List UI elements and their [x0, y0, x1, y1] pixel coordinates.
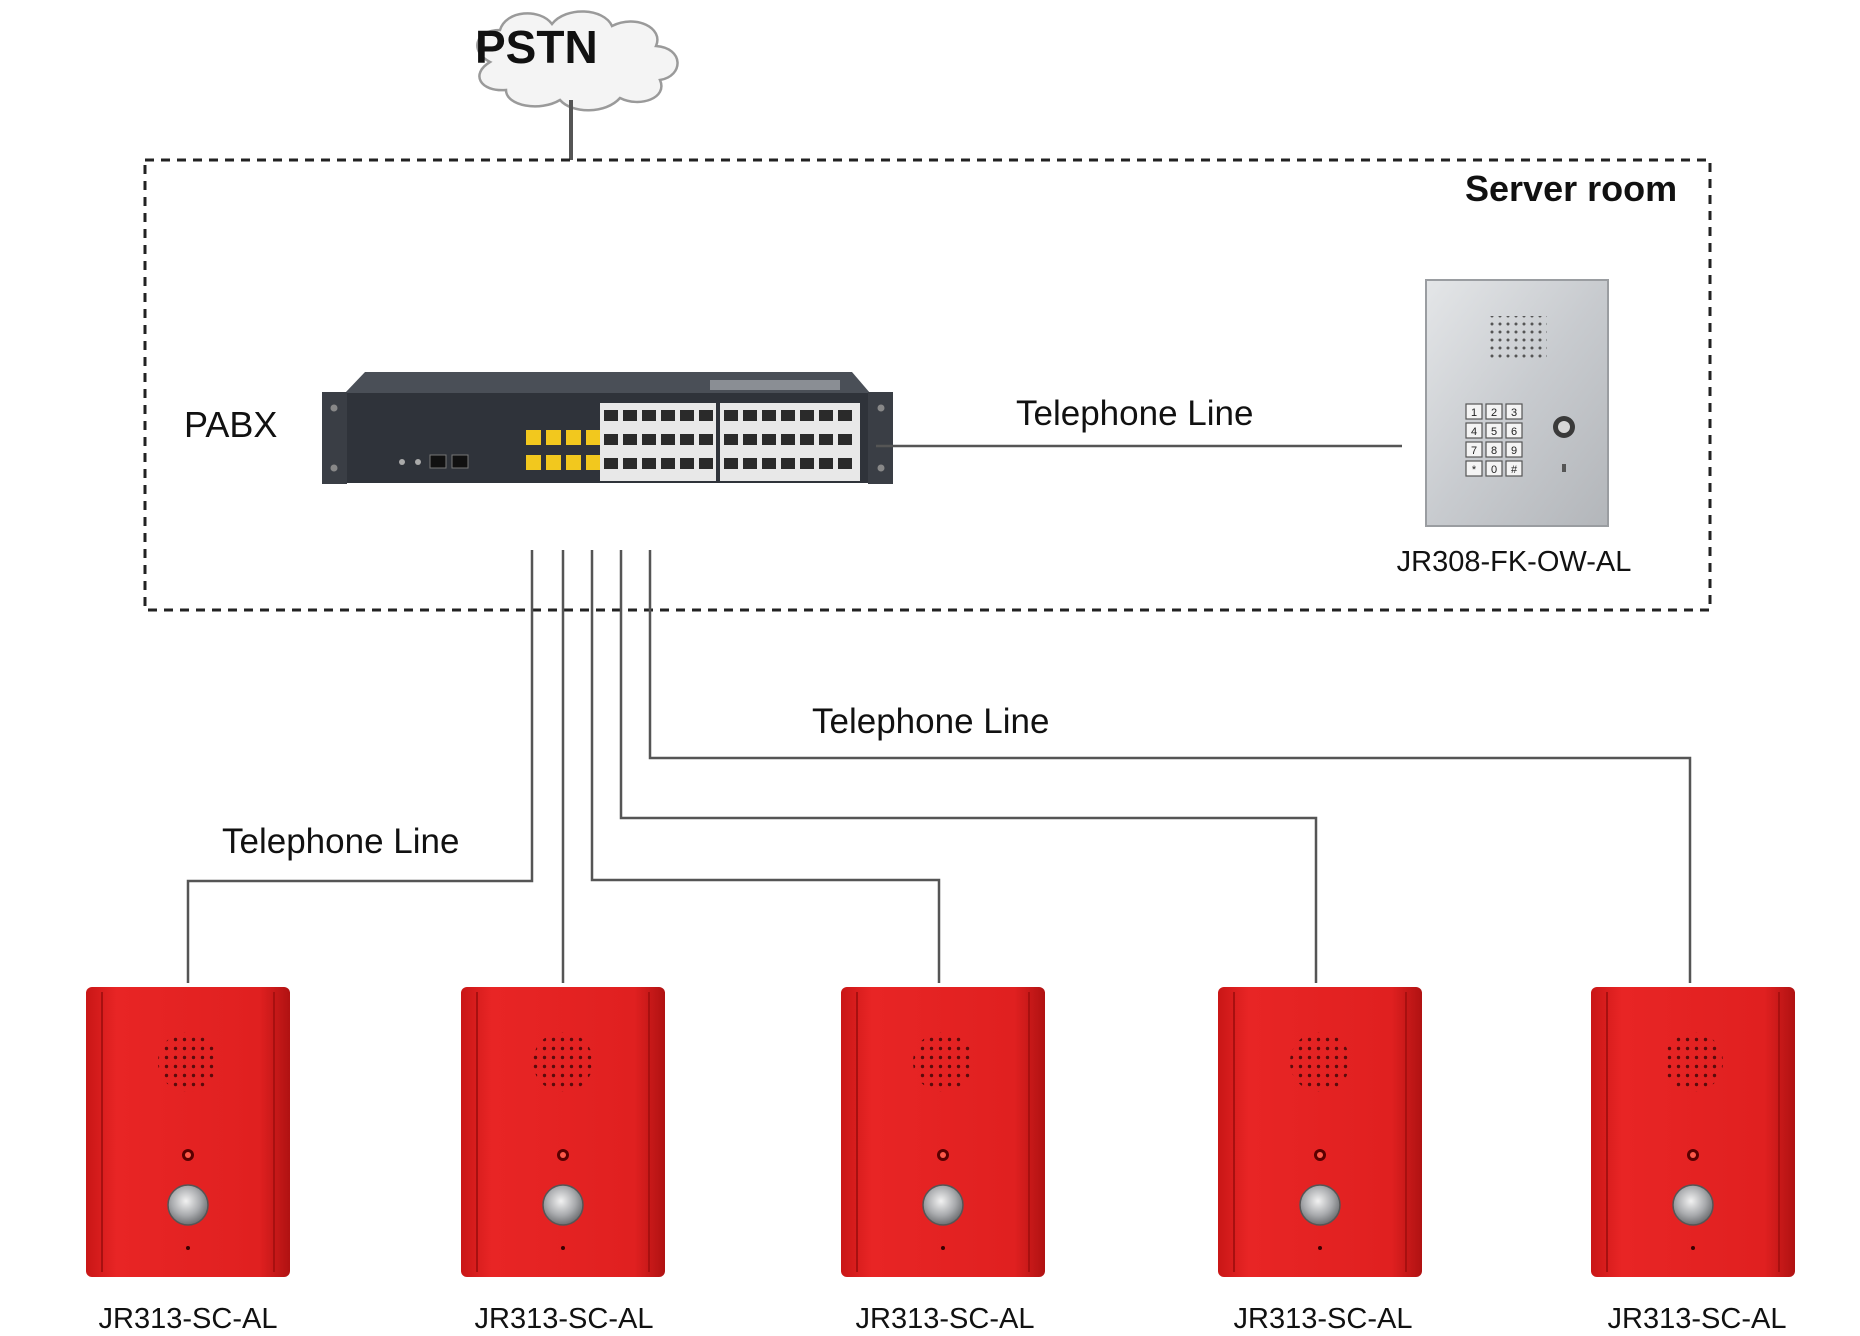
server-telephone-line-label: Telephone Line	[1016, 394, 1254, 433]
outdoor-telephone-lines	[186, 550, 1692, 983]
server-room-label: Server room	[1465, 168, 1678, 209]
outdoor-phone-model-label: JR313-SC-AL	[98, 1303, 278, 1335]
keypad-phone-icon: 1 2 3 4 5 6 7 8 9 * 0 #	[1425, 279, 1609, 527]
keypad-key-label: *	[1472, 464, 1477, 476]
emergency-phone-icon	[841, 987, 1045, 1277]
indoor-phone-model-label: JR308-FK-OW-AL	[1396, 546, 1632, 578]
lower-telephone-line-label: Telephone Line	[222, 822, 460, 861]
keypad-key-label: 0	[1491, 464, 1497, 476]
keypad-key-label: #	[1511, 464, 1518, 476]
outdoor-phone-model-label: JR313-SC-AL	[855, 1303, 1035, 1335]
pabx-device-icon	[322, 372, 893, 484]
keypad-key-label: 8	[1491, 445, 1497, 457]
keypad-key-label: 6	[1511, 426, 1517, 438]
keypad-key-label: 7	[1471, 445, 1477, 457]
keypad-key-label: 3	[1511, 407, 1517, 419]
emergency-phone-icon	[1591, 987, 1795, 1277]
outdoor-phone-model-label: JR313-SC-AL	[1607, 1303, 1787, 1335]
keypad-key-label: 9	[1511, 445, 1517, 457]
upper-telephone-line-label: Telephone Line	[812, 702, 1050, 741]
outdoor-phone-model-label: JR313-SC-AL	[1233, 1303, 1413, 1335]
emergency-phone-icon	[1218, 987, 1422, 1277]
emergency-phone-icon	[461, 987, 665, 1277]
keypad-key-label: 4	[1471, 426, 1477, 438]
keypad-key-label: 1	[1471, 407, 1477, 419]
keypad-key-label: 5	[1491, 426, 1497, 438]
keypad-key-label: 2	[1491, 407, 1497, 419]
pstn-label: PSTN	[475, 21, 598, 73]
emergency-phone-icon	[86, 987, 290, 1277]
outdoor-phone-model-label: JR313-SC-AL	[474, 1303, 654, 1335]
cloud-icon	[476, 10, 679, 112]
pabx-label: PABX	[184, 404, 278, 445]
